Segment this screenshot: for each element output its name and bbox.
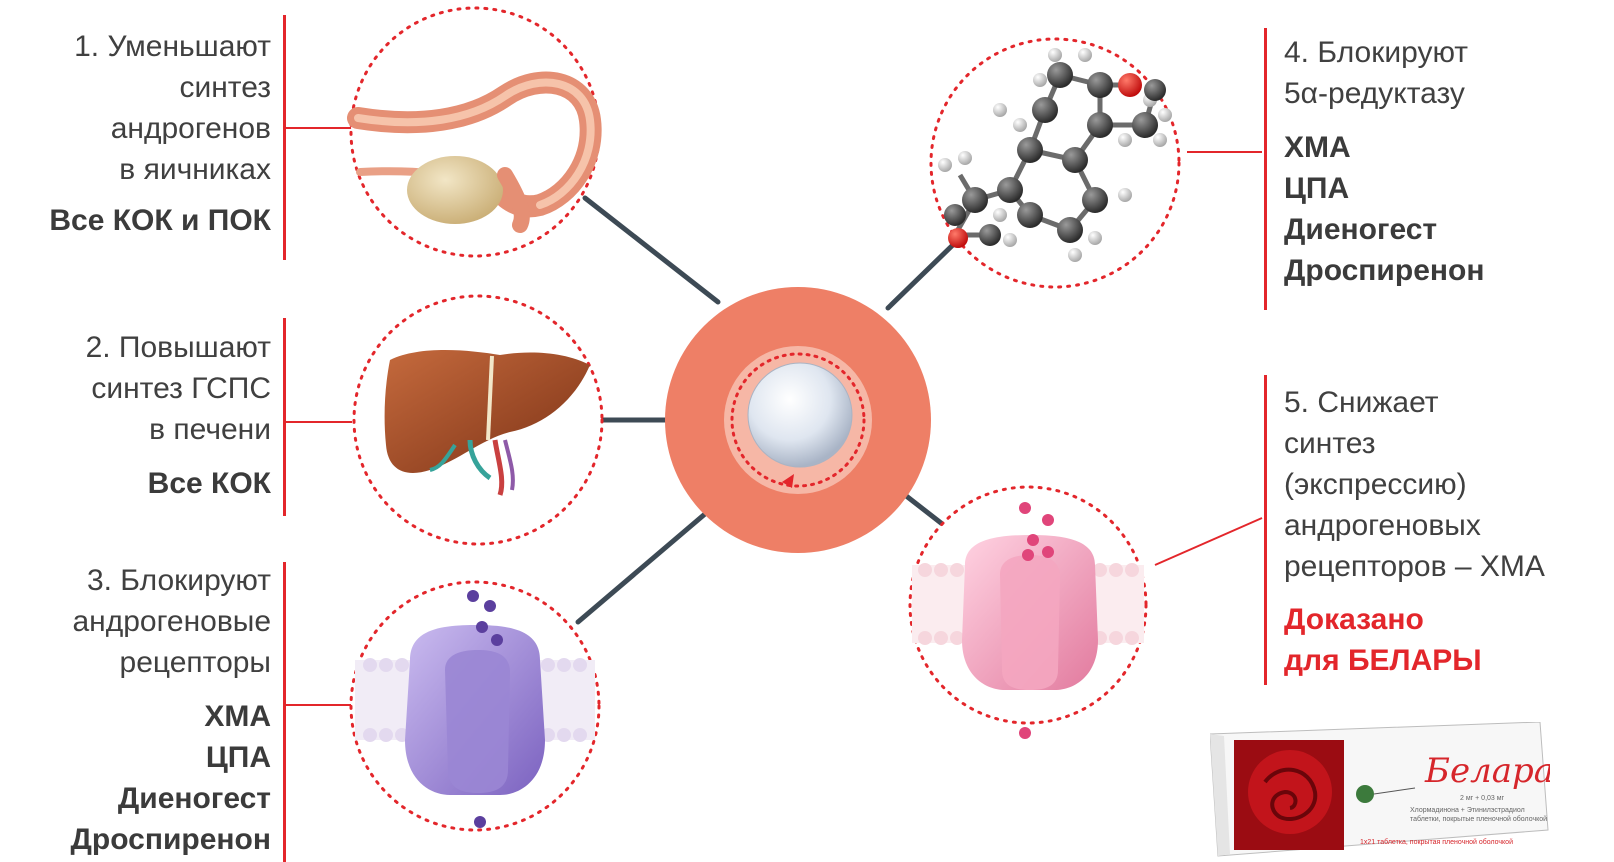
bar-item-1: [283, 15, 286, 260]
desc-line-1: Хлормадинона + Этинилэстрадиол: [1410, 807, 1525, 814]
liver-icon: [384, 350, 590, 496]
item-5-line-5: рецепторов – ХМА: [1284, 550, 1545, 583]
item-2-line-3: в печени: [149, 413, 271, 446]
item-4-agent-3: Диеногест: [1284, 213, 1438, 246]
belara-package-icon: Белара 2 мг + 0,03 мг Хлормадинона + Эти…: [1209, 721, 1554, 857]
item-2-agent-1: Все КОК: [147, 467, 271, 500]
item-5-line-2: синтез: [1284, 427, 1376, 460]
item-1-line-4: в яичниках: [119, 153, 271, 186]
item-3-line-2: андрогеновые: [72, 605, 271, 638]
receptor-pink-icon: [962, 502, 1098, 739]
item-1-line-2: синтез: [179, 71, 271, 104]
center-node: [665, 287, 931, 553]
molecule-icon: [938, 48, 1172, 262]
item-3-line-1: 3. Блокируют: [86, 564, 271, 597]
connector-4: [885, 235, 963, 311]
liver-circle: [352, 294, 604, 546]
item-1-line-3: андрогенов: [110, 112, 271, 145]
item-2-line-2: синтез ГСПС: [91, 372, 271, 405]
strength-text: 2 мг + 0,03 мг: [1460, 795, 1505, 802]
red-ticks: [286, 127, 1263, 706]
item-5-line-1: 5. Снижает: [1284, 386, 1439, 419]
receptor-purple-circle: [349, 580, 601, 832]
ovary-circle: [347, 6, 602, 258]
item-1-line-1: 1. Уменьшают: [74, 30, 271, 63]
item-4-text: 4. Блокируют 5α-редуктазу ХМА ЦПА Диеног…: [1284, 32, 1484, 291]
item-4-agent-4: Дроспиренон: [1284, 254, 1485, 287]
desc-line-2: таблетки, покрытые пленочной оболочкой: [1410, 815, 1547, 823]
item-4-line-1: 4. Блокируют: [1284, 36, 1469, 69]
item-3-text: 3. Блокируют андрогеновые рецепторы ХМА …: [71, 560, 271, 860]
item-1-text: 1. Уменьшают синтез андрогенов в яичника…: [49, 26, 271, 241]
item-2-text: 2. Повышают синтез ГСПС в печени Все КОК: [86, 327, 271, 504]
item-3-agent-2: ЦПА: [205, 741, 271, 774]
connector-lines: [575, 195, 963, 625]
item-4-agent-2: ЦПА: [1284, 172, 1350, 205]
item-3-agent-1: ХМА: [204, 700, 271, 733]
ovary-icon: [347, 71, 602, 233]
bar-item-4: [1264, 28, 1267, 310]
item-4-line-2: 5α-редуктазу: [1284, 77, 1465, 110]
connector-3: [575, 505, 715, 625]
item-5-line-3: (экспрессию): [1284, 468, 1467, 501]
item-3-agent-3: Диеногест: [117, 782, 271, 815]
item-3-agent-4: Дроспиренон: [70, 823, 271, 856]
item-5-highlight-1: Доказано: [1284, 603, 1424, 636]
connector-1: [582, 195, 721, 305]
item-2-line-1: 2. Повышают: [85, 331, 271, 364]
item-5-line-4: андрогеновых: [1284, 509, 1481, 542]
receptor-purple-icon: [405, 590, 545, 828]
item-3-line-3: рецепторы: [119, 646, 271, 679]
bar-item-5: [1264, 375, 1267, 685]
brand-name: Белара: [1424, 751, 1550, 791]
receptor-pink-circle: [908, 485, 1148, 739]
item-1-agent-1: Все КОК и ПОК: [49, 204, 271, 237]
pill-icon: [747, 362, 853, 468]
item-5-highlight-2: для БЕЛАРЫ: [1284, 644, 1482, 677]
molecule-circle: [929, 37, 1181, 289]
item-5-text: 5. Снижает синтез (экспрессию) андрогено…: [1284, 382, 1545, 681]
bar-item-2: [283, 318, 286, 516]
item-4-agent-1: ХМА: [1284, 131, 1351, 164]
footer-text: 1х21 таблетка, покрытая пленочной оболоч…: [1360, 838, 1513, 846]
bar-item-3: [283, 562, 286, 862]
